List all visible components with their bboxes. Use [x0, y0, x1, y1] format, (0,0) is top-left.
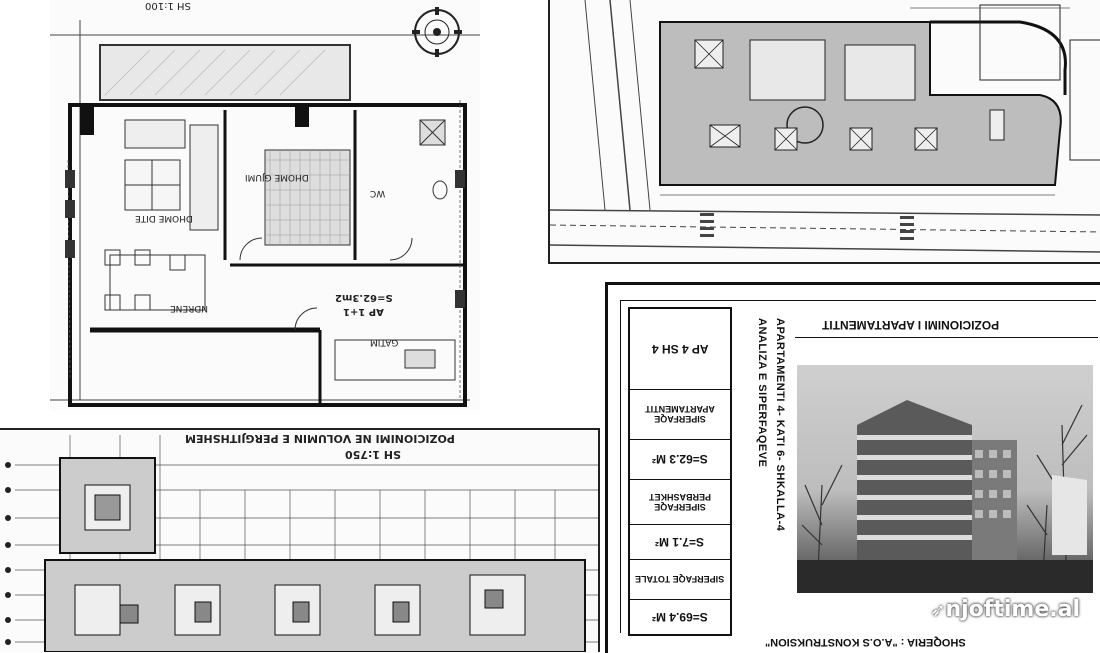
apartment-floor-plan: SH 1:100 DHOME DITE DHOME GJUMI WC NDREN…	[50, 0, 480, 410]
table-row-label-text: SIPERFAQE APARTAMENTIT	[645, 404, 715, 424]
area-analysis-title: ANALIZA E SIPERFAQEVE	[756, 318, 768, 468]
table-row-value-text: S=7.1 M²	[655, 534, 705, 549]
volume-plan-title: POZICIONIMI NE VOLUMIN E PERGJITHSHEM	[185, 432, 455, 445]
room-dining-label: NDRENE	[170, 303, 209, 313]
table-row-label: SIPERFAQE PERBASHKET	[630, 479, 730, 525]
site-plan	[548, 0, 1100, 264]
volume-plan-drawing	[5, 435, 598, 652]
table-header: AP 4 SH 4	[651, 342, 709, 356]
plan-scale-label: SH 1:100	[145, 0, 191, 11]
room-living-label: DHOME DITE	[135, 213, 193, 223]
floor-plan-drawing	[50, 20, 480, 407]
title-divider	[795, 337, 1098, 338]
plan-area-label: S=62.3m2	[335, 292, 393, 303]
area-table: AP 4 SH 4 SIPERFAQE APARTAMENTIT S=62.3 …	[628, 307, 732, 636]
room-kitchen-label: GATIM	[370, 337, 399, 347]
table-header-cell: AP 4 SH 4	[630, 309, 730, 390]
table-row-label-text: SIPERFAQE TOTALE	[635, 574, 725, 584]
compass-icon	[410, 5, 465, 60]
apartment-position-title: POZICIONIMI I APARTAMENTIT	[822, 318, 1000, 332]
table-row-value: S=69.4 M²	[630, 599, 730, 634]
table-row-value-text: S=62.3 M²	[652, 452, 708, 466]
table-row-value-text: S=69.4 M²	[652, 609, 708, 624]
bird-icon: ➶	[930, 600, 946, 621]
apartment-floor-title: APARTAMENTI 4- KATI 6- SHKALLA-4	[774, 318, 786, 532]
room-bedroom-label: DHOME GJUMI	[245, 172, 309, 182]
table-row-label: SIPERFAQE TOTALE	[630, 559, 730, 600]
volume-plan: POZICIONIMI NE VOLUMIN E PERGJITHSHEM SH…	[0, 428, 600, 652]
table-row-value: S=7.1 M²	[630, 524, 730, 560]
table-row-label: SIPERFAQE APARTAMENTIT	[630, 389, 730, 440]
info-panel-frame	[620, 300, 1096, 633]
room-wc-label: WC	[370, 188, 386, 198]
table-row-value: S=62.3 M²	[630, 439, 730, 480]
plan-unit-label: AP 1+1	[343, 306, 384, 317]
site-watermark: ➶njoftime.al	[930, 597, 1080, 622]
company-footer: SHOQERIA : "A.O.S KONSTRUKSION"	[765, 636, 966, 648]
volume-plan-scale: SH 1:750	[345, 448, 401, 461]
site-plan-drawing	[550, 0, 1100, 253]
table-row-label-text: SIPERFAQE PERBASHKET	[649, 491, 712, 512]
building-photo	[797, 365, 1093, 593]
